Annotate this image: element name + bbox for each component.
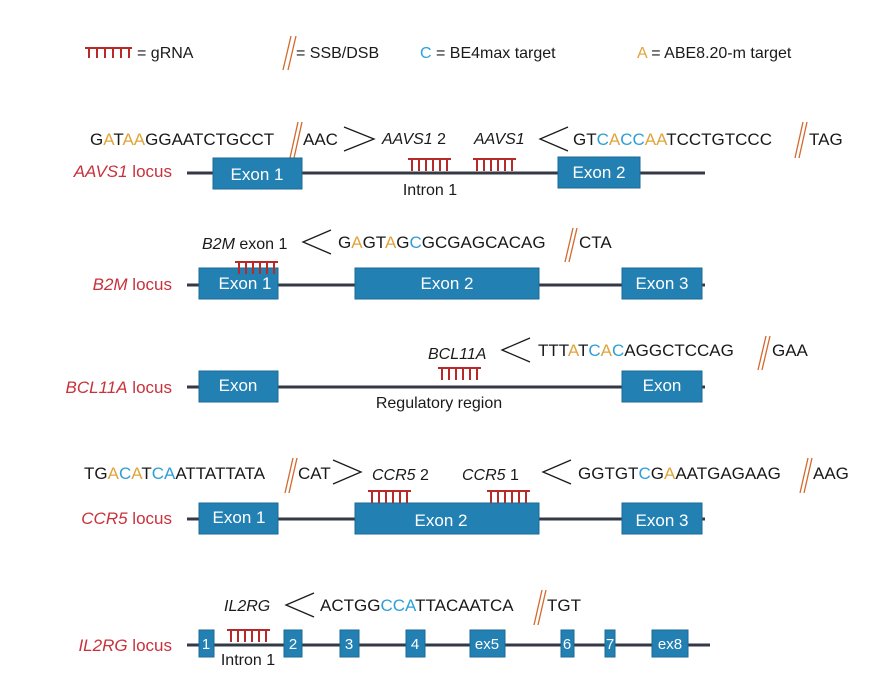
ccr5-seq-right: GGTGTCGAAATGAGAAG: [578, 464, 781, 483]
ccr5-seq-right-after-cut: AAG: [813, 464, 849, 483]
b2m-exon-1-label: Exon 1: [219, 274, 272, 293]
b2m-guide-label: B2M exon 1: [202, 236, 287, 253]
bcl11a-seq-after-cut: GAA: [772, 341, 809, 360]
b2m-exon-3: [621, 267, 703, 300]
ccr5-cut-left-icon: [284, 457, 298, 494]
bcl11a-exon-right: [621, 370, 703, 403]
grna-legend-icon: [85, 47, 132, 58]
aavs1-grna-1-icon: [473, 158, 516, 171]
aavs1-exon-2-label: Exon 2: [573, 163, 626, 182]
il2rg-exon-4: [405, 629, 426, 658]
ccr5-exon-1-label: Exon 1: [213, 508, 266, 527]
bcl11a-guide-label: BCL11A: [428, 346, 486, 363]
b2m-seq-after-cut: CTA: [579, 233, 612, 252]
ccr5-exon-2-label: Exon 2: [415, 511, 468, 530]
il2rg-exon-2-label: 2: [289, 636, 297, 653]
aavs1-guide-left: AAVS1 2: [381, 131, 446, 148]
ccr5-arrow-right-icon: [332, 459, 363, 485]
aavs1-locus-label: AAVS1 locus: [73, 162, 172, 181]
aavs1-exon-2: [557, 156, 641, 189]
il2rg-cut-icon: [533, 589, 547, 626]
ccr5-guide-right: CCR5 1: [462, 467, 519, 484]
il2rg-exon-6: [560, 629, 575, 658]
bcl11a-exon-left-label: Exon: [219, 376, 258, 395]
ccr5-guide-left: CCR5 2: [372, 467, 429, 484]
ccr5-locus: TGACATCAATTATTATA CAT CCR5 2 CCR5 1 GGTG…: [81, 457, 849, 535]
bcl11a-locus: BCL11A TTTATCACAGGCTCCAG GAA BCL11A locu…: [66, 335, 809, 412]
il2rg-exon-1-label: 1: [202, 636, 210, 653]
il2rg-guide-label: IL2RG: [224, 598, 270, 615]
aavs1-arrow-right-icon: [343, 126, 376, 152]
aavs1-exon-1: [212, 157, 303, 190]
il2rg-exon-7: [604, 629, 616, 658]
ccr5-exon-3-label: Exon 3: [636, 511, 689, 530]
ccr5-grna-1-icon: [487, 490, 530, 503]
il2rg-exon-2: [283, 629, 303, 658]
bcl11a-arrow-left-icon: [500, 337, 531, 363]
legend: = gRNA = SSB/DSB C = BE4max target A = A…: [85, 35, 792, 71]
aavs1-guide-right: AAVS1: [473, 131, 525, 148]
il2rg-locus-label: IL2RG locus: [78, 636, 172, 655]
il2rg-exon-5: [469, 629, 506, 658]
il2rg-exon-4-label: 4: [411, 636, 419, 653]
il2rg-exon-1: [198, 629, 215, 658]
ccr5-locus-label: CCR5 locus: [81, 509, 172, 528]
il2rg-seq-after-cut: TGT: [547, 596, 581, 615]
aavs1-seq-right: GTCACCAATCCTGTCCC: [573, 130, 772, 149]
il2rg-exon-5-label: ex5: [475, 636, 499, 653]
il2rg-exon-3-label: 3: [345, 636, 353, 653]
cut-legend-icon: [282, 35, 297, 71]
a-target-legend: A = ABE8.20-m target: [637, 45, 792, 62]
ccr5-exon-2: [354, 502, 540, 535]
bcl11a-seq: TTTATCACAGGCTCCAG: [538, 341, 734, 360]
ccr5-grna-2-icon: [368, 490, 411, 503]
aavs1-cut-right-icon: [794, 121, 808, 159]
cut-legend-label: = SSB/DSB: [296, 45, 379, 62]
grna-legend-label: = gRNA: [137, 45, 194, 62]
aavs1-cut-left-icon: [289, 121, 303, 159]
ccr5-exon-1: [198, 502, 279, 535]
il2rg-exon-6-label: 6: [563, 636, 571, 653]
c-target-legend: C = BE4max target: [420, 45, 556, 62]
il2rg-grna-icon: [227, 629, 270, 642]
aavs1-locus: GATAAGGAATCTGCCT AAC AAVS1 2 AAVS1 GTCAC…: [73, 121, 843, 199]
il2rg-seq: ACTGGCCATTACAATCA: [320, 596, 514, 615]
b2m-locus: B2M exon 1 GAGTAGCGCGAGCACAG CTA B2M loc…: [93, 227, 705, 300]
bcl11a-locus-label: BCL11A locus: [66, 378, 172, 397]
il2rg-exon-7-label: 7: [606, 636, 614, 653]
il2rg-exon-3: [339, 629, 360, 658]
bcl11a-exon-left: [198, 370, 279, 403]
aavs1-exon-1-label: Exon 1: [231, 165, 284, 184]
aavs1-seq-left: GATAAGGAATCTGCCT: [90, 130, 274, 149]
il2rg-exon-8-label: ex8: [658, 636, 682, 653]
b2m-locus-label: B2M locus: [93, 275, 172, 294]
aavs1-seq-right-after-cut: TAG: [809, 130, 843, 149]
b2m-cut-icon: [564, 227, 578, 263]
ccr5-arrow-left-icon: [541, 459, 572, 485]
aavs1-seq-left-after-cut: AAC: [303, 130, 338, 149]
b2m-seq: GAGTAGCGCGAGCACAG: [338, 233, 546, 252]
b2m-exon-3-label: Exon 3: [636, 274, 689, 293]
b2m-exon-2: [354, 267, 540, 300]
ccr5-exon-3: [621, 502, 703, 535]
bcl11a-exon-right-label: Exon: [643, 376, 682, 395]
aavs1-arrow-left-icon: [538, 126, 569, 152]
ccr5-cut-right-icon: [799, 457, 813, 494]
il2rg-arrow-left-icon: [284, 592, 315, 618]
bcl11a-cut-icon: [757, 335, 771, 371]
b2m-grna-icon: [235, 261, 278, 274]
bcl11a-grna-icon: [438, 367, 481, 380]
b2m-arrow-left-icon: [301, 229, 332, 255]
il2rg-exon-8: [651, 629, 689, 658]
ccr5-seq-left-after-cut: CAT: [298, 464, 331, 483]
b2m-exon-2-label: Exon 2: [421, 274, 474, 293]
aavs1-intron-label: Intron 1: [403, 182, 457, 199]
ccr5-seq-left: TGACATCAATTATTATA: [84, 464, 266, 483]
il2rg-intron-label: Intron 1: [221, 652, 275, 669]
bcl11a-region-label: Regulatory region: [376, 395, 502, 412]
aavs1-grna-2-icon: [408, 158, 451, 171]
il2rg-locus: IL2RG ACTGGCCATTACAATCA TGT IL2RG locus …: [78, 589, 710, 669]
